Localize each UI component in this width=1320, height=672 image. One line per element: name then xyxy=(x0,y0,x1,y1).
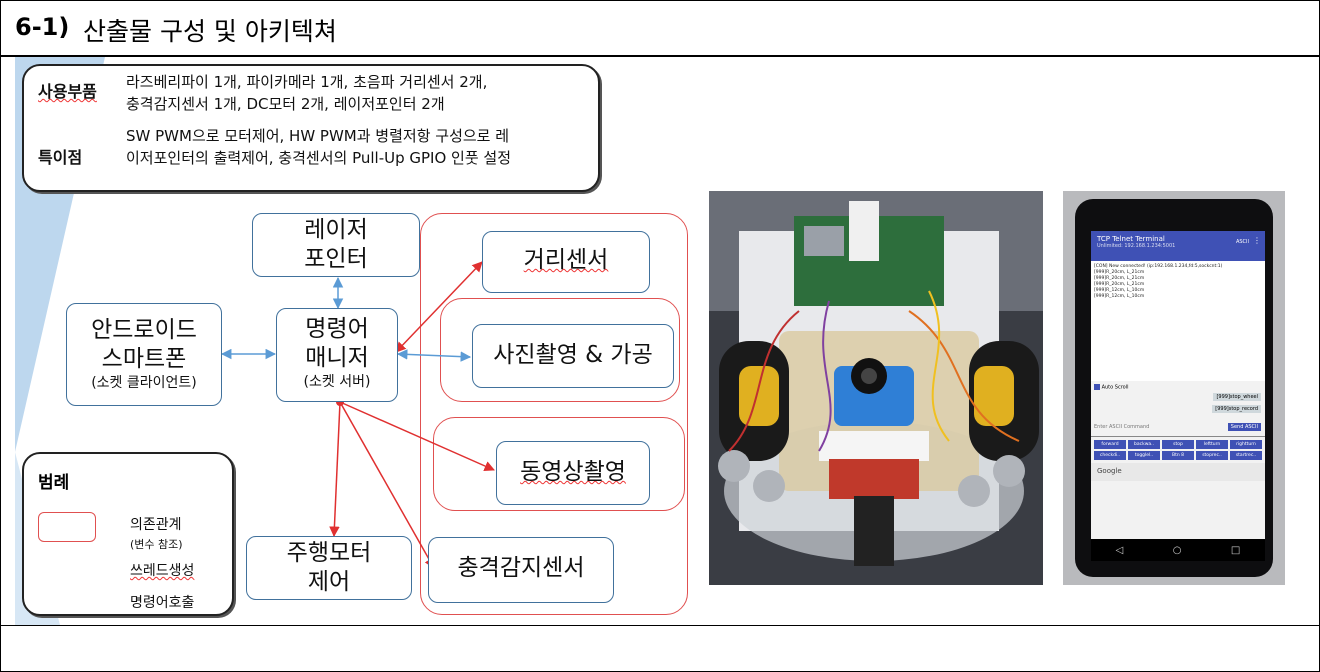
cmd-button[interactable]: rightturn xyxy=(1230,440,1262,449)
app-bar: TCP Telnet Terminal Unlimited: 192.168.1… xyxy=(1091,231,1265,261)
arrow-manager-photo xyxy=(396,349,472,362)
android-nav-bar: ◁ ○ □ xyxy=(1091,539,1265,561)
command-buttons-grid: forward backwa.. stop leftturn rightturn… xyxy=(1091,437,1265,463)
ad-banner: Google xyxy=(1091,463,1265,481)
dependency-group-video xyxy=(433,417,685,511)
log-line: [999]R_20cm, L_21cm xyxy=(1094,276,1145,281)
cmd-button[interactable]: Btn 8 xyxy=(1162,451,1194,460)
cmd-button[interactable]: backwa.. xyxy=(1128,440,1160,449)
scroll-and-macros: Auto Scroll [999]stop_wheel [999]stop_re… xyxy=(1091,381,1265,421)
command-input[interactable]: Enter ASCII Command xyxy=(1094,424,1150,430)
photo-label: 사진촬영 & 가공 xyxy=(493,342,653,368)
phone-photo: TCP Telnet Terminal Unlimited: 192.168.1… xyxy=(1063,191,1285,585)
arrow-manager-distance xyxy=(395,261,483,353)
home-icon[interactable]: ○ xyxy=(1172,544,1182,556)
cmd-button[interactable]: togglel.. xyxy=(1128,451,1160,460)
parts-line-2: 충격감지센서 1개, DC모터 2개, 레이저포인터 2개 xyxy=(126,95,445,113)
section-number: 6-1) xyxy=(15,13,70,41)
manager-line-2: 매니저 xyxy=(305,345,369,371)
arrow-manager-motor xyxy=(329,401,341,538)
android-line-1: 안드로이드 xyxy=(91,317,197,343)
laser-line-1: 레이저 xyxy=(304,217,368,243)
legend-dependency-swatch xyxy=(38,512,96,542)
send-ascii-button[interactable]: Send ASCII xyxy=(1227,423,1261,431)
command-input-row: Enter ASCII Command Send ASCII xyxy=(1091,421,1265,437)
cmd-button[interactable]: stop xyxy=(1162,440,1194,449)
title-bar: 6-1) 산출물 구성 및 아키텍쳐 xyxy=(0,0,1320,56)
distance-label: 거리센서 xyxy=(523,247,609,273)
robot-car-photo xyxy=(709,191,1043,585)
android-phone-box: 안드로이드 스마트폰 (소켓 클라이언트) xyxy=(66,303,222,406)
legend-command: 명령어호출 xyxy=(130,595,195,611)
legend-dependency-sub: (변수 참조) xyxy=(130,538,183,551)
macro-button-1[interactable]: [999]stop_wheel xyxy=(1213,393,1261,401)
cmd-button[interactable]: stoprec.. xyxy=(1196,451,1228,460)
command-manager-box: 명령어 매니저 (소켓 서버) xyxy=(276,308,398,402)
recents-icon[interactable]: □ xyxy=(1230,544,1241,556)
features-line-1: SW PWM으로 모터제어, HW PWM과 병렬저항 구성으로 레 xyxy=(126,127,510,145)
motor-line-2: 제어 xyxy=(307,569,351,595)
macro-button-2[interactable]: [999]stop_record xyxy=(1212,405,1261,413)
distance-sensor-box: 거리센서 xyxy=(482,231,650,293)
video-label: 동영상촬영 xyxy=(520,459,626,485)
video-record-box: 동영상촬영 xyxy=(496,441,650,505)
terminal-log: [CON] New connected! (ip:192.168.1.234,f… xyxy=(1091,261,1265,381)
cmd-button[interactable]: startrec.. xyxy=(1230,451,1262,460)
log-line: [999]R_20cm, L_21cm xyxy=(1094,270,1145,275)
page-title: 산출물 구성 및 아키텍쳐 xyxy=(83,17,337,46)
laser-pointer-box: 레이저 포인터 xyxy=(252,213,420,277)
motor-line-1: 주행모터 xyxy=(286,540,372,566)
auto-scroll-checkbox[interactable] xyxy=(1094,384,1100,390)
legend-title: 범례 xyxy=(38,473,70,493)
auto-scroll-label: Auto Scroll xyxy=(1101,384,1129,391)
legend-dependency: 의존관계 xyxy=(130,517,182,533)
shock-sensor-box: 충격감지센서 xyxy=(428,537,614,603)
parts-line-1: 라즈베리파이 1개, 파이카메라 1개, 초음파 거리센서 2개, xyxy=(126,73,488,91)
log-line: [CON] New connected! (ip:192.168.1.234,f… xyxy=(1094,264,1223,269)
features-line-2: 이저포인터의 출력제어, 충격센서의 Pull-Up GPIO 인풋 설정 xyxy=(126,149,512,167)
manager-line-1: 명령어 xyxy=(305,316,369,342)
photo-capture-box: 사진촬영 & 가공 xyxy=(472,324,674,388)
legend-box: 범례 의존관계 (변수 참조) 쓰레드생성 명령어호출 xyxy=(22,452,234,616)
ascii-mode-button[interactable]: ASCII xyxy=(1235,239,1249,245)
legend-thread: 쓰레드생성 xyxy=(130,563,195,579)
cmd-button[interactable]: checkdi.. xyxy=(1094,451,1126,460)
cmd-button[interactable]: forward xyxy=(1094,440,1126,449)
phone-screen: TCP Telnet Terminal Unlimited: 192.168.1… xyxy=(1091,231,1265,561)
features-label: 특이점 xyxy=(38,148,83,167)
drive-motor-box: 주행모터 제어 xyxy=(246,536,412,600)
parts-info-box: 사용부품 라즈베리파이 1개, 파이카메라 1개, 초음파 거리센서 2개, 충… xyxy=(22,64,600,192)
app-subtitle: Unlimited: 192.168.1.234:5001 xyxy=(1097,243,1176,249)
android-line-2: 스마트폰 xyxy=(101,346,187,372)
parts-label: 사용부품 xyxy=(38,82,97,101)
cmd-button[interactable]: leftturn xyxy=(1196,440,1228,449)
dependency-group-outer xyxy=(420,213,688,615)
log-line: [999]R_12cm, L_10cm xyxy=(1094,294,1145,299)
back-icon[interactable]: ◁ xyxy=(1115,544,1124,556)
manager-sub: (소켓 서버) xyxy=(303,374,371,390)
log-line: [999]R_12cm, L_10cm xyxy=(1094,288,1145,293)
app-title: TCP Telnet Terminal xyxy=(1097,235,1165,243)
log-line: [999]R_20cm, L_21cm xyxy=(1094,282,1145,287)
laser-line-2: 포인터 xyxy=(304,246,368,272)
arrow-manager-shock xyxy=(339,401,435,569)
android-sub: (소켓 클라이언트) xyxy=(91,375,197,391)
overflow-menu-icon[interactable]: ⋮ xyxy=(1253,236,1261,245)
arrow-manager-video xyxy=(339,401,495,471)
shock-label: 충격감지센서 xyxy=(457,555,585,581)
